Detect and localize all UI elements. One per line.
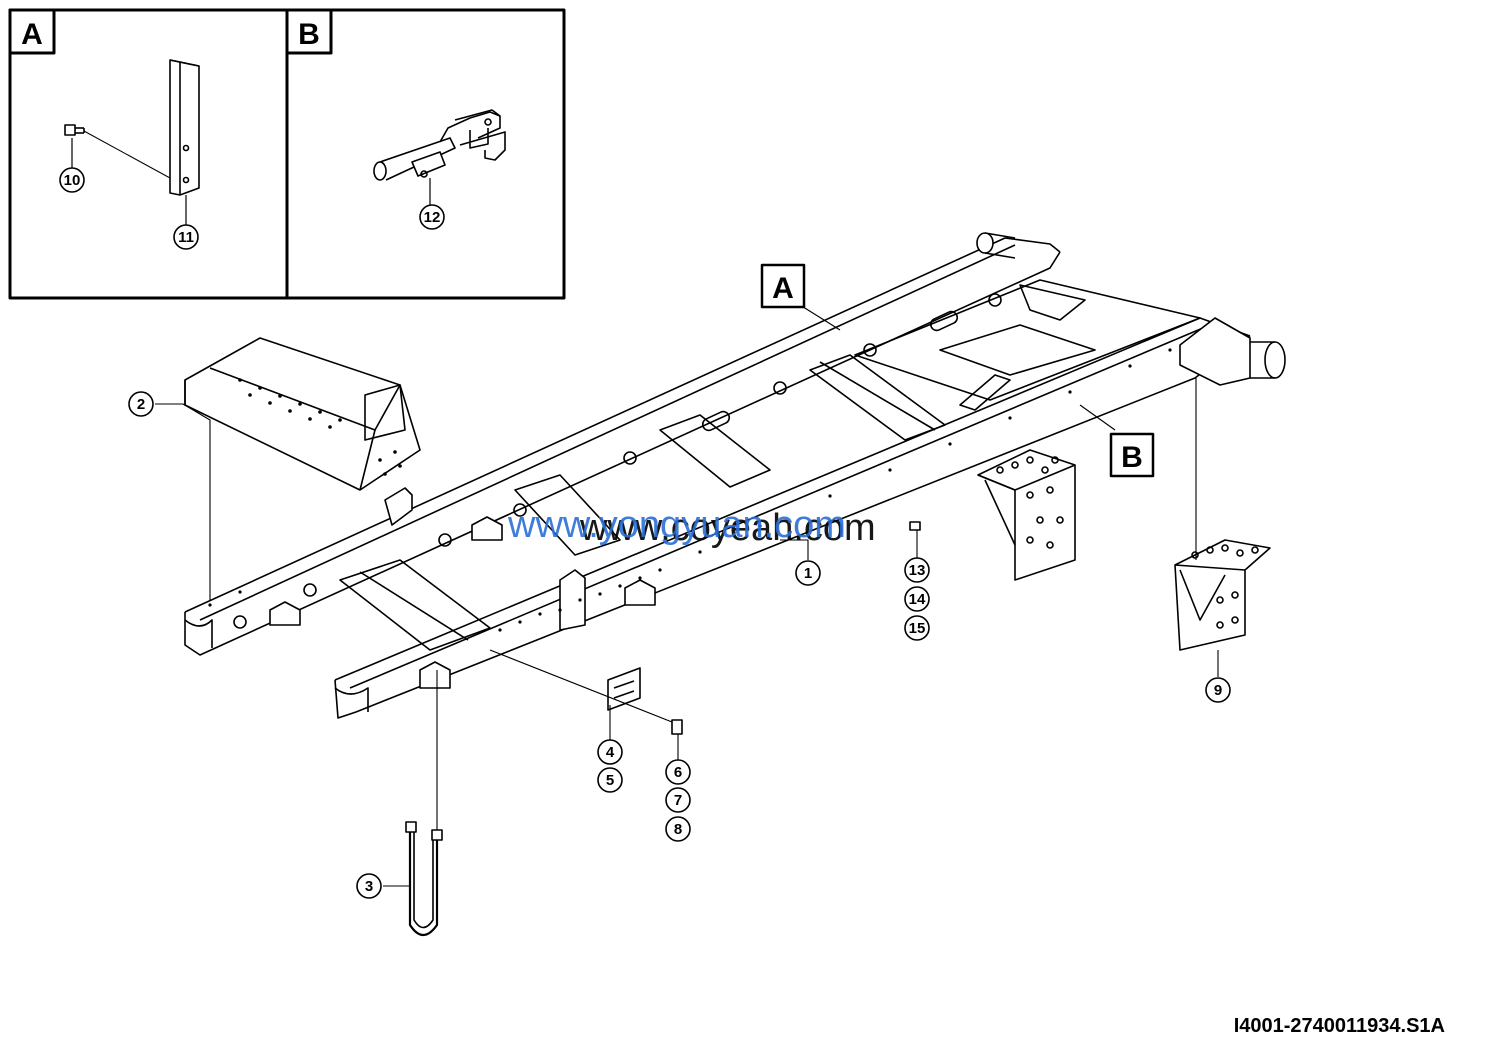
callout-circle	[665, 787, 691, 813]
callout-8: 8	[674, 821, 682, 838]
chassis-frame	[184, 232, 1286, 719]
callout-4: 4	[606, 744, 615, 761]
bolt-part-14	[909, 521, 921, 531]
callout-circle	[795, 560, 821, 586]
leader-lines	[155, 304, 1219, 887]
callout-6: 6	[674, 764, 682, 781]
watermark-blue: www.yongyuan.com	[507, 504, 846, 546]
callout-circle	[597, 739, 623, 765]
callout-circle	[173, 224, 199, 250]
callout-3: 3	[365, 878, 373, 895]
bracket-part-12	[373, 109, 506, 181]
callout-2: 2	[137, 396, 145, 413]
callout-circle	[665, 816, 691, 842]
callout-circle	[356, 873, 382, 899]
callout-1: 1	[804, 565, 812, 582]
callout-circle	[59, 167, 85, 193]
detail-b-label-box	[285, 8, 333, 55]
callout-14: 14	[909, 591, 926, 608]
reference-label-b: B	[1121, 441, 1143, 474]
callout-9: 9	[1214, 682, 1222, 699]
front-crossmember-part-2	[184, 337, 421, 491]
callout-12: 12	[424, 209, 441, 226]
callout-11: 11	[178, 229, 194, 246]
rear-tube-end-left	[976, 232, 994, 254]
reference-box-b	[1109, 432, 1155, 478]
reference-box-a	[760, 263, 806, 309]
shim-plate-part-4	[607, 667, 641, 711]
detail-panel-a: A	[8, 8, 289, 300]
bolt-part-10	[64, 124, 171, 179]
detail-panel-b: B	[285, 8, 566, 300]
u-bolt-part-3	[405, 821, 443, 937]
reference-label-a: A	[772, 272, 794, 305]
callout-circle	[597, 767, 623, 793]
callout-circle	[665, 759, 691, 785]
callout-circle	[904, 586, 930, 612]
rear-bracket-part-13	[977, 449, 1076, 581]
callout-circle	[904, 615, 930, 641]
detail-a-label: A	[21, 18, 43, 51]
watermark-black: www.coyeah.com	[579, 507, 876, 549]
plate-part-11	[169, 59, 200, 196]
bolt-part-6	[671, 719, 683, 735]
rear-tube-end-right	[1264, 341, 1286, 379]
detail-b-label: B	[298, 18, 320, 51]
callout-7: 7	[674, 792, 682, 809]
callout-13: 13	[909, 562, 926, 579]
callout-circle	[419, 204, 445, 230]
callout-10: 10	[64, 172, 81, 189]
callout-circle	[904, 557, 930, 583]
callout-circle	[1205, 677, 1231, 703]
callout-circle	[128, 391, 154, 417]
rear-bracket-part-9	[1174, 539, 1271, 651]
callout-15: 15	[909, 620, 926, 637]
drawing-code: I4001-2740011934.S1A	[1234, 1015, 1445, 1037]
detail-a-label-box	[8, 8, 56, 55]
callout-5: 5	[606, 772, 614, 789]
